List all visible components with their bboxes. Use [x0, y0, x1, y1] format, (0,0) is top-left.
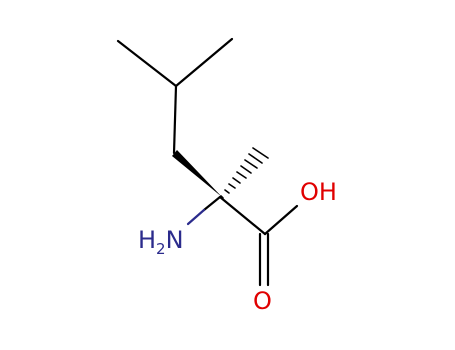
amine-label: H2N	[138, 226, 184, 258]
wedge-bond	[172, 150, 222, 197]
bond-methyl-right	[174, 37, 234, 88]
hashed-bond	[220, 147, 269, 199]
bond-methyl-left	[116, 39, 178, 88]
carbonyl-oxygen-label: O	[253, 287, 272, 315]
bond-alpha-n-black	[202, 195, 222, 212]
bond-carboxyl-oh	[263, 204, 299, 236]
hydroxyl-label: OH	[300, 178, 337, 206]
bond-alpha-n-blue	[186, 208, 206, 226]
bond-ch-ch2	[172, 84, 178, 155]
carbon-skeleton	[116, 37, 299, 287]
bond-alpha-carboxyl	[218, 195, 267, 236]
